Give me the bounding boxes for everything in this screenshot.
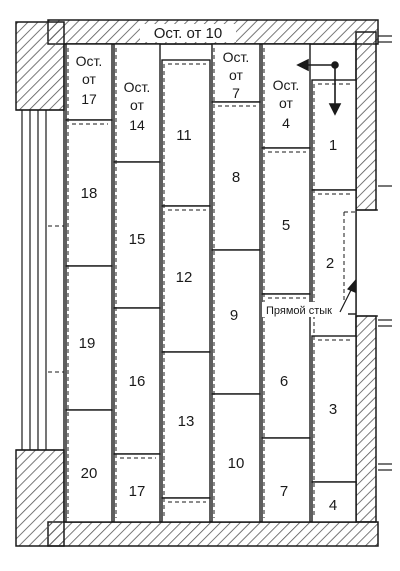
label-tile-1: 1 — [329, 137, 337, 154]
label-tile-2: 2 — [326, 255, 334, 272]
arrow-down-icon — [328, 103, 342, 116]
label-tile-9: 9 — [230, 307, 238, 324]
label-tile-10: 10 — [228, 455, 245, 472]
tile-9 — [211, 249, 261, 395]
tile-4 — [311, 481, 357, 523]
tile-ost14 — [113, 43, 161, 163]
label-tile-ost4-l2: от — [279, 95, 293, 111]
dashed-seams — [48, 48, 356, 518]
label-tile-ost7-l1: Ост. — [223, 49, 250, 65]
label-tile-8: 8 — [232, 169, 240, 186]
label-tile-ost14-l3: 14 — [129, 117, 145, 133]
tile-7 — [261, 437, 311, 523]
diagram-title: Ост. от 10 — [154, 25, 222, 42]
title-backdrop — [140, 24, 236, 42]
label-tile-ost17-l2: от — [82, 71, 96, 87]
tile-2 — [311, 189, 357, 315]
label-tile-4: 4 — [329, 497, 337, 514]
window — [16, 109, 64, 451]
tile-5 — [261, 147, 311, 295]
label-tile-7: 7 — [280, 483, 288, 500]
wall-bottom — [47, 521, 379, 547]
label-tile-15: 15 — [129, 231, 146, 248]
label-tile-ost14-l2: от — [130, 97, 144, 113]
label-tile-5: 5 — [282, 217, 290, 234]
pointer-arrow-icon — [347, 279, 356, 293]
arrow-left-icon — [296, 58, 309, 72]
wall-left-lower — [15, 449, 65, 547]
tile-17 — [113, 453, 161, 523]
label-tile-6: 6 — [280, 373, 288, 390]
label-tile-20: 20 — [81, 465, 98, 482]
label-tile-17: 17 — [129, 483, 146, 500]
doorway — [356, 35, 392, 471]
label-tile-13: 13 — [178, 413, 195, 430]
label-tile-ost4-l3: 4 — [282, 115, 290, 131]
label-tile-12: 12 — [176, 269, 193, 286]
note-backdrop — [262, 302, 348, 317]
label-tile-ost7-l3: 7 — [232, 85, 240, 101]
tile-20 — [65, 409, 113, 523]
tile-10 — [211, 393, 261, 523]
tile-ost7 — [211, 43, 261, 103]
label-tile-ost7-l2: от — [229, 67, 243, 83]
note-straight-joint: Прямой стык — [266, 305, 332, 317]
label-tile-ost4-l1: Ост. — [273, 77, 300, 93]
wall-right-lower — [355, 315, 377, 523]
tile-3 — [311, 335, 357, 483]
tile-19 — [65, 265, 113, 411]
tiles — [65, 43, 357, 523]
direction-arrows — [296, 58, 342, 116]
note-pointer — [339, 279, 356, 313]
tile-18 — [65, 119, 113, 267]
wall-right-upper — [355, 31, 377, 211]
label-tile-16: 16 — [129, 373, 146, 390]
tile-ost4 — [261, 43, 311, 149]
label-tile-18: 18 — [81, 185, 98, 202]
tile-13 — [161, 351, 211, 499]
label-tile-11: 11 — [176, 127, 192, 144]
label-tile-ost17-l1: Ост. — [76, 53, 103, 69]
tile-1 — [311, 79, 357, 191]
tile-12 — [161, 205, 211, 353]
tile-11 — [161, 59, 211, 207]
tile-8 — [211, 101, 261, 251]
label-tile-ost14-l1: Ост. — [124, 79, 151, 95]
label-tile-19: 19 — [79, 335, 96, 352]
tile-ost17 — [65, 43, 113, 121]
tile-labels: 1 2 3 4 Ост. от 4 5 6 7 Ост. от 7 8 9 10… — [76, 49, 337, 514]
label-tile-ost17-l3: 17 — [81, 91, 97, 107]
wall-left-upper — [15, 21, 65, 111]
label-tile-3: 3 — [329, 401, 337, 418]
tile-6 — [261, 293, 311, 439]
